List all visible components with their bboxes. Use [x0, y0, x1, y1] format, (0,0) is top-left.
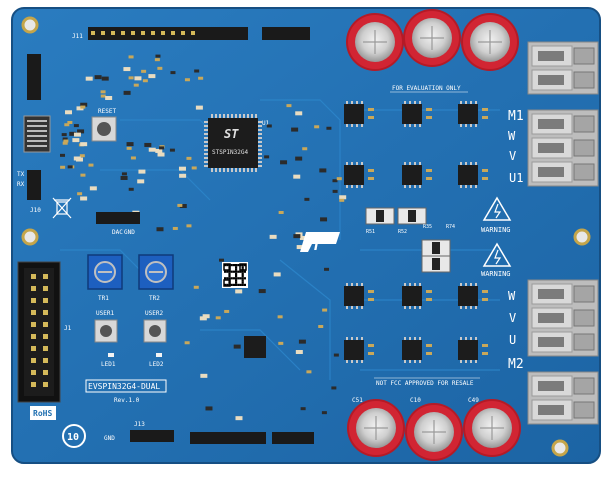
label-c10: C10 [410, 397, 421, 404]
label-not-fcc: NOT FCC APPROVED FOR RESALE [376, 380, 474, 387]
chip-logo: ST [224, 127, 239, 141]
label-c49: C49 [468, 397, 479, 404]
led2 [156, 353, 162, 357]
mosfet [458, 101, 488, 127]
capacitor-top-2 [403, 9, 461, 67]
label-r51: R51 [366, 229, 375, 235]
label-rx: RX [17, 181, 25, 188]
terminal-power-bottom[interactable] [527, 371, 599, 425]
header-j14[interactable] [96, 212, 140, 224]
mosfet [344, 162, 374, 188]
trimmer-tr1[interactable] [87, 254, 123, 290]
crossed-bin-icon [52, 197, 72, 219]
label-gnd-dac: GND [124, 229, 135, 236]
header-j15[interactable] [27, 54, 41, 100]
label-m2: M2 [508, 357, 524, 372]
svg-text:RoHS: RoHS [33, 409, 52, 418]
mosfet-array [344, 101, 488, 363]
board-name: EVSPIN32G4-DUAL [88, 382, 160, 391]
mosfet [458, 337, 488, 363]
label-j13: J13 [134, 421, 145, 428]
header-j13[interactable] [130, 430, 174, 442]
label-m1: M1 [508, 109, 524, 124]
header-bottom-mid[interactable] [190, 432, 314, 444]
label-user2: USER2 [145, 310, 163, 317]
label-user1: USER1 [96, 310, 114, 317]
label-j1: J1 [64, 325, 72, 332]
warning-triangle-icon [482, 242, 512, 267]
mosfet [402, 101, 432, 127]
board-revision: Rev.1.0 [114, 397, 140, 404]
svg-text:ST: ST [302, 235, 323, 254]
shunt-r52 [397, 207, 427, 225]
shunt-r74 [421, 255, 451, 273]
mosfet [458, 283, 488, 309]
shunt-r35 [421, 239, 451, 257]
reset-button[interactable] [91, 116, 117, 142]
label-r35: R35 [423, 224, 432, 230]
trimmer-tr2[interactable] [138, 254, 174, 290]
recycle-10-icon: 10 [62, 424, 86, 448]
capacitor-top-1 [346, 13, 404, 71]
mosfet [344, 283, 374, 309]
label-v2: V [509, 311, 516, 325]
terminal-power-top[interactable] [527, 41, 599, 95]
label-led2: LED2 [149, 361, 164, 368]
qr-code [222, 262, 248, 288]
capacitor-top-3 [461, 13, 519, 71]
label-u1-phase: U1 [509, 171, 523, 185]
led1 [108, 353, 114, 357]
capacitor-c10 [405, 403, 463, 461]
label-dac: DAC [112, 229, 123, 236]
warning-triangle-icon [482, 196, 512, 221]
label-j11: J11 [72, 33, 83, 40]
label-for-eval: FOR EVALUATION ONLY [392, 85, 461, 92]
capacitor-c51 [347, 399, 405, 457]
capacitor-c49 [463, 399, 521, 457]
user2-button[interactable] [143, 319, 167, 343]
st-logo-icon: ST [300, 232, 340, 254]
label-u1: U1 [262, 120, 270, 127]
mosfet [344, 101, 374, 127]
board-name-box: EVSPIN32G4-DUAL Rev.1.0 [85, 379, 167, 404]
label-tr1: TR1 [98, 295, 109, 302]
label-warning-2: WARNING [481, 270, 511, 278]
header-j10[interactable] [27, 170, 41, 200]
terminal-motor-m2[interactable] [527, 279, 599, 357]
label-tr2: TR2 [149, 295, 160, 302]
label-warning-1: WARNING [481, 226, 511, 234]
label-reset: RESET [98, 108, 116, 115]
label-r52: R52 [398, 229, 407, 235]
stspin32g4-chip: ST STSPIN32G4 [204, 114, 262, 172]
svg-text:10: 10 [67, 432, 79, 443]
user1-button[interactable] [94, 319, 118, 343]
label-led1: LED1 [101, 361, 116, 368]
label-r74: R74 [446, 224, 455, 230]
label-v1: V [509, 149, 516, 163]
terminal-motor-m1[interactable] [527, 109, 599, 187]
label-w2: W [508, 289, 516, 303]
rohs-badge: RoHS [30, 406, 56, 420]
shunt-r51 [365, 207, 395, 225]
mosfet [344, 337, 374, 363]
label-c51: C51 [352, 397, 363, 404]
connector-j1[interactable] [17, 261, 61, 403]
label-u2-phase: U [509, 333, 516, 347]
label-tx: TX [17, 171, 25, 178]
chip-label: STSPIN32G4 [212, 149, 249, 156]
mounting-holes [21, 16, 591, 457]
driver-ic-lower [244, 336, 266, 358]
header-top-right[interactable] [196, 27, 310, 40]
mosfet [458, 162, 488, 188]
mosfet [402, 283, 432, 309]
label-j10: J10 [30, 207, 41, 214]
smd-components [60, 54, 347, 421]
label-w1: W [508, 129, 516, 143]
mosfet [402, 337, 432, 363]
label-gnd-bottom: GND [104, 435, 115, 442]
mosfet [402, 162, 432, 188]
